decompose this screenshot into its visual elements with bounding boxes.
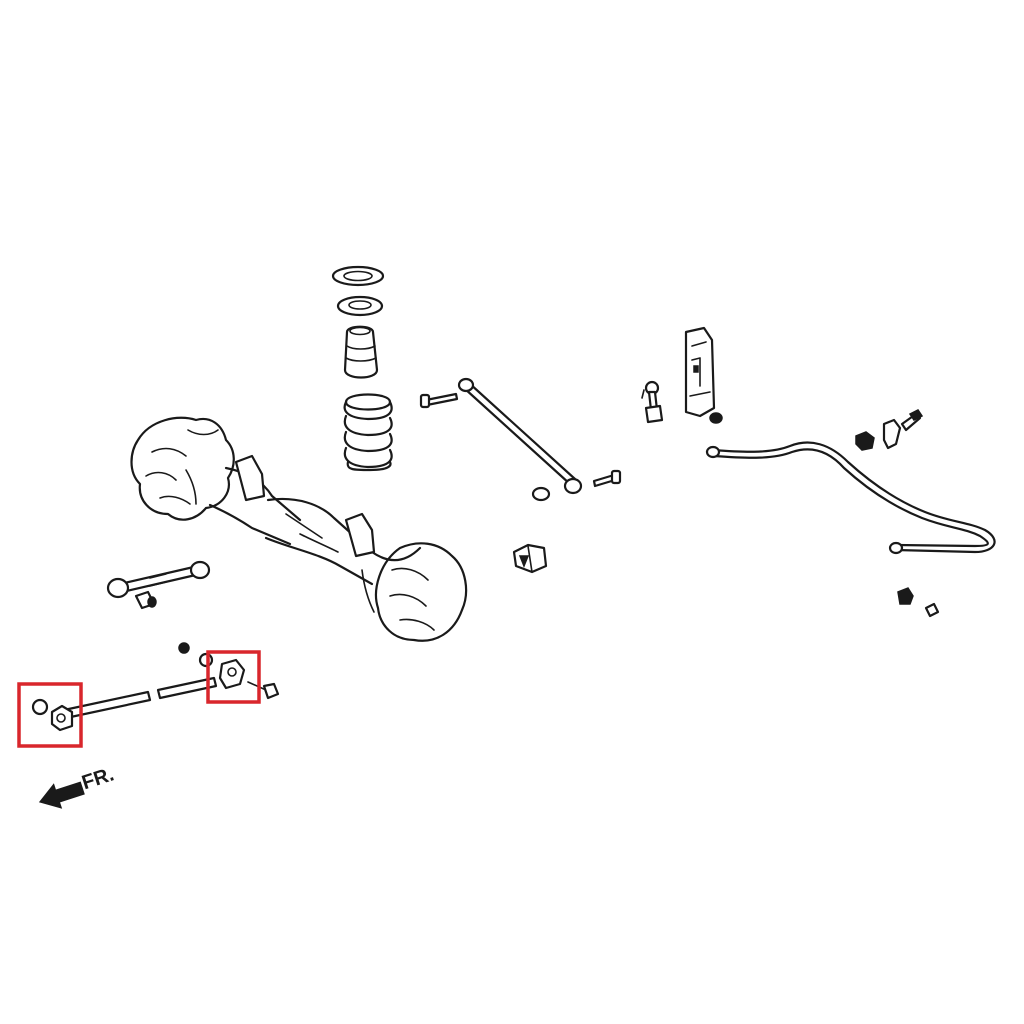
arm-nut [178, 642, 190, 654]
arm-washer [198, 652, 214, 668]
lateral-rod-bracket [684, 326, 723, 424]
rear-bushing-highlight [206, 650, 261, 704]
arm-end-bolt [592, 469, 622, 488]
front-direction-label: FR. [79, 763, 116, 794]
spring-insulator [336, 295, 384, 317]
bar-cushion [897, 587, 914, 605]
stabilizer-bushing-set [855, 409, 940, 618]
stabilizer-bar [705, 441, 996, 555]
upper-control-arm [419, 377, 622, 502]
coil-spring-assembly [331, 265, 393, 472]
front-bushing-highlight [17, 682, 83, 748]
front-cushion [31, 698, 49, 716]
bar-washer [924, 602, 940, 618]
front-end-bushing [50, 704, 74, 732]
bracket-nut [709, 412, 723, 424]
upper-spring-seat [331, 265, 385, 287]
coil-spring [343, 393, 393, 472]
arm-mount-bolt [419, 392, 459, 409]
rear-axle-housing [130, 416, 468, 642]
rear-end-bushing [218, 658, 246, 690]
arm-bushing [531, 486, 551, 502]
upper-link [106, 560, 211, 610]
stabilizer-link [641, 380, 664, 424]
bump-stopper [343, 325, 379, 379]
stabilizer-bracket [512, 543, 548, 574]
lower-arm-bolt [247, 681, 280, 700]
front-direction-arrow: FR. [38, 763, 117, 809]
lower-control-arm [31, 642, 280, 732]
